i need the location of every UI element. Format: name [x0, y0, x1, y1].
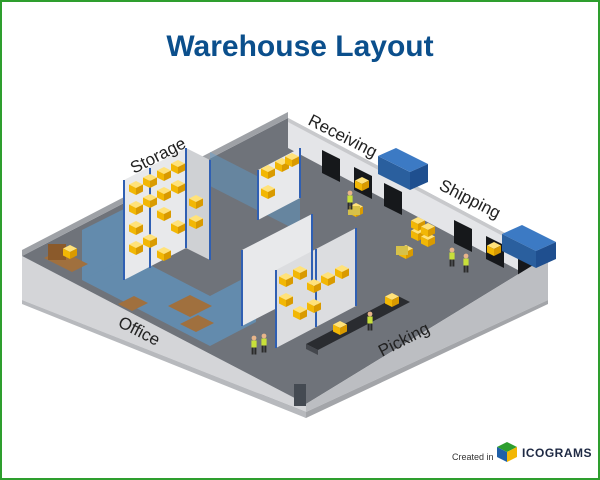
back-right-wall	[288, 118, 548, 286]
conveyor-icon	[306, 293, 410, 355]
page-title: Warehouse Layout	[166, 30, 434, 63]
footer-brand: ICOGRAMS	[522, 446, 592, 460]
service-door	[294, 384, 306, 406]
footer-created-in: Created in	[452, 452, 494, 462]
storage-glass-partition	[210, 152, 300, 232]
storage-racks	[123, 148, 301, 280]
icograms-logo-icon	[497, 442, 517, 462]
front-right-wall	[306, 256, 548, 412]
desk-icon	[44, 244, 214, 332]
truck-icon	[378, 148, 556, 268]
forklift-icon	[348, 206, 408, 255]
picking-racks	[241, 214, 357, 348]
